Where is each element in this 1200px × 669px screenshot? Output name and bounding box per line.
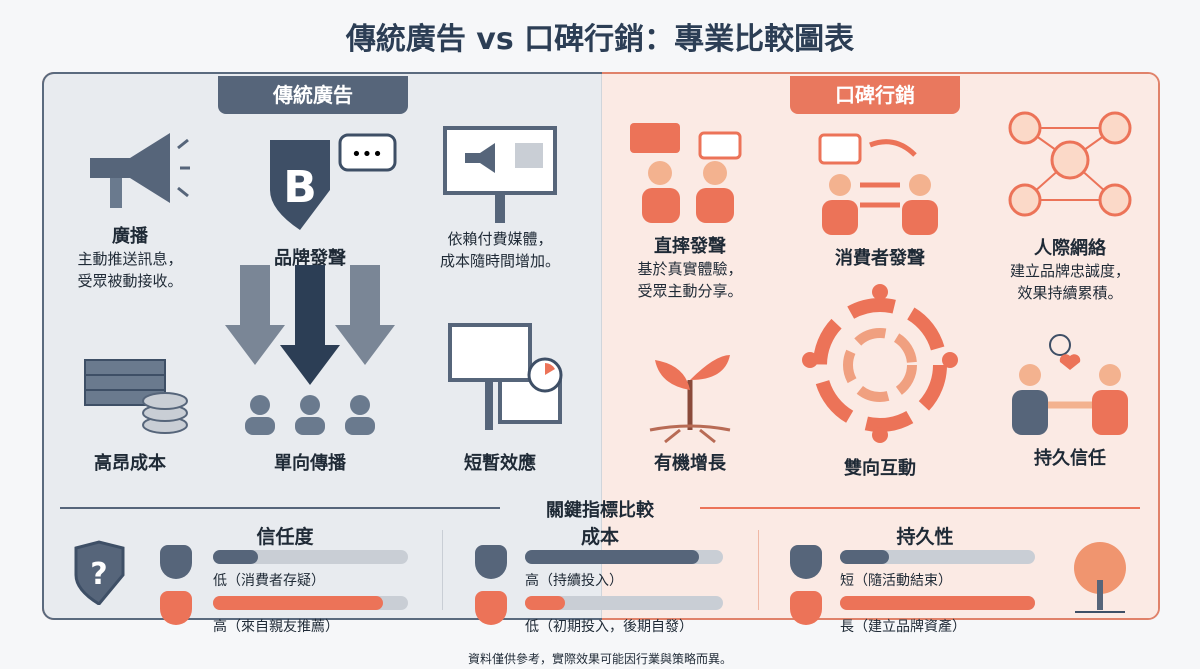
- item-lasting-trust: 持久信任: [980, 330, 1160, 470]
- billboard-icon: [443, 126, 557, 223]
- item-broadcast: 廣播 主動推送訊息， 受眾被動接收。: [40, 118, 220, 292]
- exchange-icon: [818, 133, 938, 235]
- footnote: 資料僅供參考，實際效果可能因行業與策略而異。: [467, 652, 732, 666]
- traditional-header: 傳統廣告: [218, 76, 408, 114]
- question-shield-icon: [160, 545, 192, 579]
- timer-billboard-icon: [448, 323, 563, 430]
- metric-bar-label: 高（來自親友推薦）: [213, 619, 339, 635]
- metric-bar: [525, 550, 723, 564]
- item-network: 人際網絡 建立品牌忠誠度， 效果持續累積。: [980, 100, 1160, 304]
- trust-shield-icon: ?: [74, 540, 125, 605]
- metric-bar: [213, 596, 408, 610]
- network-icon: [1008, 111, 1132, 217]
- megaphone-icon: [90, 133, 190, 208]
- metric-bar: [840, 596, 1035, 610]
- cycle-icon: [802, 284, 958, 443]
- metric-bar-fill: [840, 596, 1035, 610]
- money-bag-icon: [475, 545, 507, 579]
- svg-text:B: B: [283, 162, 317, 213]
- sprout-icon: [649, 355, 731, 444]
- metric-separator: [442, 530, 443, 610]
- metric-title: 持久性: [896, 526, 954, 548]
- svg-text:?: ?: [90, 557, 107, 592]
- conversation-icon: [630, 123, 742, 223]
- metric-bar-label: 短（隨活動結束）: [840, 573, 952, 589]
- metric-bar-label: 長（建立品牌資產）: [840, 619, 966, 635]
- item-two-way: 雙向互動: [790, 280, 970, 480]
- item-paid-media: 依賴付費媒體， 成本隨時間增加。: [410, 118, 590, 272]
- tree-icon: [1074, 542, 1126, 613]
- check-shield-icon: [160, 591, 192, 625]
- handshake-icon: [1012, 334, 1128, 435]
- item-organic-growth: 有機增長: [600, 335, 780, 475]
- metric-bar-fill: [213, 550, 258, 564]
- metric-bar-fill: [525, 550, 700, 564]
- money-bag-sprout-icon: [475, 591, 507, 625]
- divider-left: [60, 507, 500, 509]
- divider-right: [700, 507, 1140, 509]
- metric-bar-label: 高（持續投入）: [525, 573, 623, 589]
- item-consumer-voice: 消費者發聲: [790, 130, 970, 270]
- audience-icon: [225, 265, 395, 435]
- traditional-border: [42, 72, 602, 620]
- item-one-way: 單向傳播: [220, 245, 400, 475]
- clock-growth-icon: [790, 591, 822, 625]
- item-short-term: 短暫效應: [410, 315, 590, 475]
- svg-text:•••: •••: [351, 144, 383, 165]
- item-brand-voice: B••• 品牌發聲: [220, 130, 400, 270]
- metric-bar-label: 低（初期投入，後期自發）: [525, 619, 693, 635]
- metric-title: 信任度: [256, 526, 314, 548]
- stopwatch-icon: [790, 545, 822, 579]
- metrics-title: 關鍵指標比較: [546, 500, 654, 521]
- item-high-cost: 高昂成本: [40, 330, 220, 475]
- page-title: 傳統廣告 vs 口碑行銷：專業比較圖表: [345, 22, 855, 57]
- metric-bar-fill: [213, 596, 383, 610]
- metric-bar-fill: [840, 550, 889, 564]
- metric-title: 成本: [580, 526, 619, 548]
- metric-separator: [758, 530, 759, 610]
- metric-bar: [840, 550, 1035, 564]
- brand-shield-icon: B •••: [270, 133, 397, 230]
- metric-bar-fill: [525, 596, 565, 610]
- wom-header: 口碑行銷: [790, 76, 960, 114]
- money-stack-icon: [84, 359, 188, 434]
- metric-bar: [525, 596, 723, 610]
- item-direct-voice: 直摔發聲 基於真實體驗， 受眾主動分享。: [600, 118, 780, 302]
- metric-bar: [213, 550, 408, 564]
- metric-bar-label: 低（消費者存疑）: [213, 573, 325, 589]
